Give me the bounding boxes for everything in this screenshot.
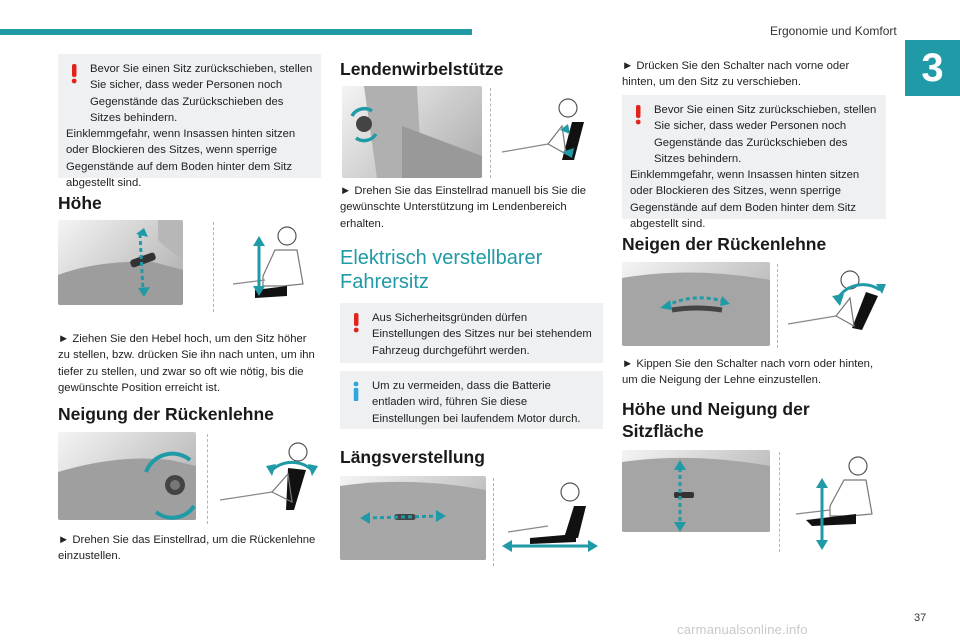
figure-divider bbox=[493, 478, 494, 566]
info-icon bbox=[353, 381, 359, 401]
warning-text: Bevor Sie einen Sitz zurückschieben, ste… bbox=[90, 63, 313, 124]
backrest-recline-pictogram bbox=[787, 270, 886, 330]
lumbar-dial-photo bbox=[342, 86, 482, 178]
section-title-laengs: Längsverstellung bbox=[340, 447, 485, 467]
warning-exclamation-icon bbox=[353, 313, 359, 333]
instruction-hoehe: ► Ziehen Sie den Hebel hoch, um den Sitz… bbox=[58, 333, 315, 394]
instruction-laengs: ► Drücken Sie den Schalter nach vorne od… bbox=[622, 60, 850, 89]
figure-divider bbox=[213, 222, 214, 312]
seat-height-photo bbox=[58, 220, 183, 305]
warning-exclamation-icon bbox=[71, 64, 77, 84]
backrest-dial-photo bbox=[58, 432, 196, 520]
seat-height-pictogram bbox=[232, 226, 304, 298]
instruction-neigung: ► Drehen Sie das Einstellrad, um die Rüc… bbox=[58, 534, 316, 563]
info-text: Um zu vermeiden, dass die Batterie entla… bbox=[372, 380, 581, 425]
section-title-lenden: Lendenwirbelstütze bbox=[340, 59, 504, 79]
instruction-lenden: ► Drehen Sie das Einstellrad manuell bis… bbox=[340, 185, 587, 230]
figure-divider bbox=[490, 88, 491, 178]
section-title-neigung: Neigung der Rückenlehne bbox=[58, 404, 274, 424]
seat-cushion-switch-photo bbox=[622, 450, 770, 532]
warning-note: Bevor Sie einen Sitz zurückschieben, ste… bbox=[622, 95, 886, 230]
warning-note: Bevor Sie einen Sitz zurückschieben, ste… bbox=[58, 54, 321, 189]
chapter-tab: 3 bbox=[905, 40, 960, 96]
warning-text-2: Einklemmgefahr, wenn Insassen hinten sit… bbox=[630, 169, 860, 231]
fore-aft-switch-photo bbox=[340, 476, 486, 560]
header-accent-bar bbox=[0, 29, 472, 35]
section-title-sitzflaeche: Höhe und Neigung der Sitzfläche bbox=[622, 399, 810, 441]
seat-cushion-pictogram bbox=[795, 456, 873, 550]
section-title-elektrisch: Elektrisch verstellbarer Fahrersitz bbox=[340, 247, 543, 293]
section-title-neigen: Neigen der Rückenlehne bbox=[622, 234, 827, 254]
fore-aft-pictogram bbox=[502, 482, 598, 552]
lumbar-pictogram bbox=[501, 98, 584, 160]
warning-text: Bevor Sie einen Sitz zurückschieben, ste… bbox=[654, 104, 877, 165]
figure-divider bbox=[779, 452, 780, 552]
warning-exclamation-icon bbox=[635, 105, 641, 125]
backrest-tilt-pictogram bbox=[219, 442, 318, 510]
figure-divider bbox=[207, 434, 208, 524]
page-number: 37 bbox=[914, 612, 927, 624]
header-title: Ergonomie und Komfort bbox=[770, 24, 897, 38]
watermark: carmanualsonline.info bbox=[677, 622, 808, 637]
warning-text-2: Einklemmgefahr, wenn Insassen hinten sit… bbox=[66, 128, 296, 190]
warning-text: Aus Sicherheitsgründen dürfen Einstellun… bbox=[372, 312, 592, 357]
warning-note: Aus Sicherheitsgründen dürfen Einstellun… bbox=[340, 303, 603, 363]
figure-divider bbox=[777, 264, 778, 348]
info-note: Um zu vermeiden, dass die Batterie entla… bbox=[340, 371, 603, 429]
instruction-neigen: ► Kippen Sie den Schalter nach vorn oder… bbox=[622, 358, 874, 387]
section-title-hoehe: Höhe bbox=[58, 193, 102, 213]
backrest-switch-photo bbox=[622, 262, 770, 346]
